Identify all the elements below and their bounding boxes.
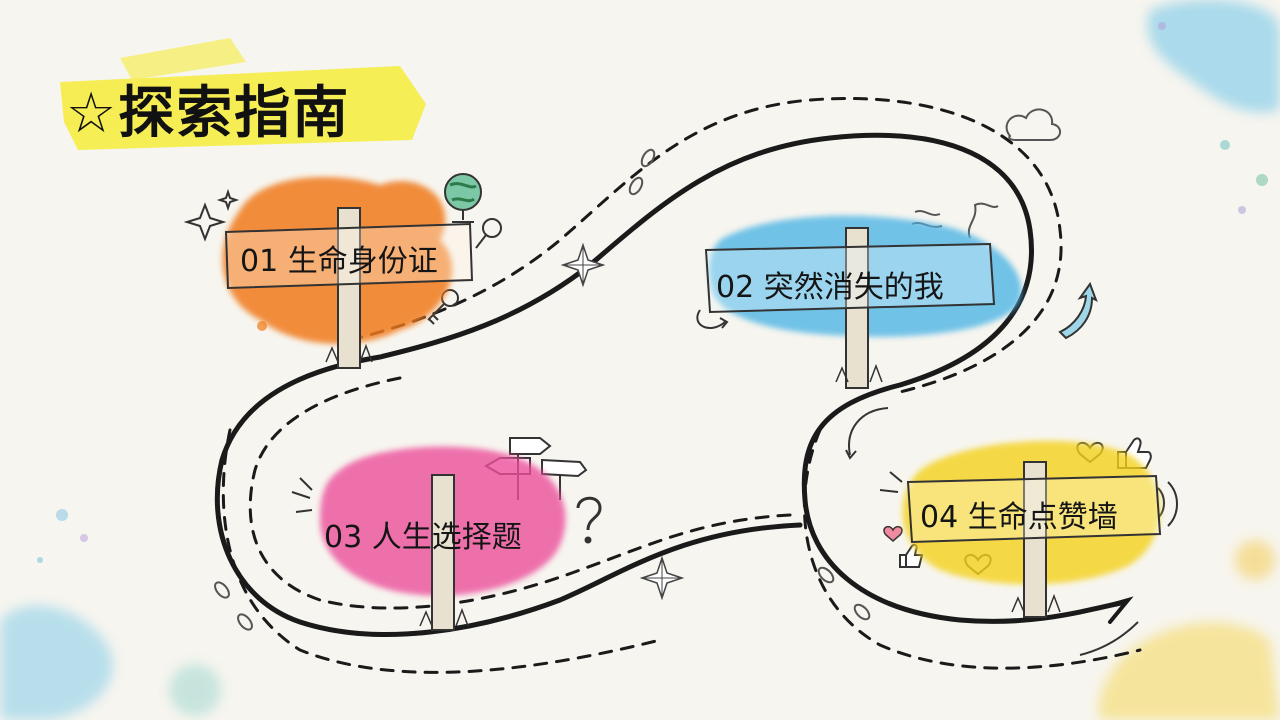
compass-rose-icon — [560, 242, 606, 288]
signpost-3 — [320, 446, 566, 631]
magnifier-icon — [475, 218, 502, 249]
swirl-arrow-icon — [696, 309, 1139, 656]
title-area: ☆探索指南 — [56, 60, 436, 150]
sign-label-04[interactable]: 04 生命点赞墙 — [920, 500, 1118, 535]
sign-label-02[interactable]: 02 突然消失的我 — [716, 270, 944, 305]
title-highlight — [60, 38, 426, 150]
compass-rose-icon — [639, 555, 685, 601]
signpost-4 — [902, 440, 1162, 618]
watercolor-dots — [37, 22, 1268, 563]
footprints-icon — [214, 148, 871, 631]
sparkle-icon — [183, 188, 240, 242]
curved-arrow-icon — [1058, 281, 1098, 340]
cloud-icon — [1005, 108, 1061, 141]
watercolor-splash-bottom-left — [0, 605, 221, 720]
sign-label-03[interactable]: 03 人生选择题 — [324, 520, 522, 555]
winding-road — [214, 97, 1142, 674]
signpost-2 — [704, 215, 1022, 389]
sign-label-01[interactable]: 01 生命身份证 — [240, 244, 438, 279]
question-mark-icon — [576, 496, 602, 544]
watercolor-splash-bottom-right — [1098, 540, 1280, 720]
key-icon — [427, 289, 459, 325]
signpost-1 — [222, 177, 474, 369]
heart-icon — [883, 525, 903, 542]
globe-icon — [444, 173, 482, 223]
watercolor-splash-top-right — [1147, 0, 1280, 113]
shout-lines-icon — [291, 471, 1178, 527]
page-title: ☆探索指南 — [66, 81, 351, 146]
